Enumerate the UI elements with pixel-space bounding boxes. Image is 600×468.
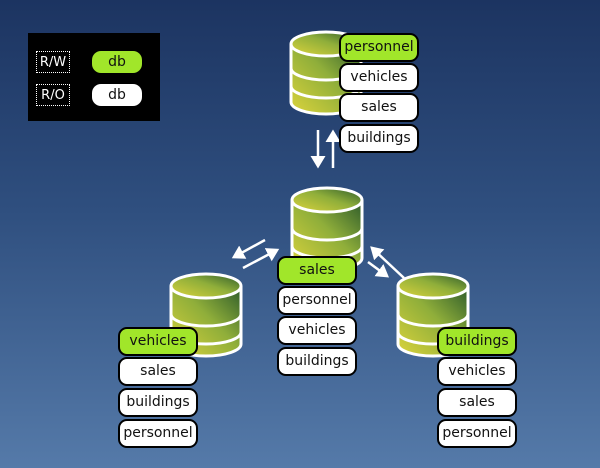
table-pill-rw[interactable]: personnel	[339, 33, 419, 62]
legend-rw-label: R/W	[36, 51, 70, 73]
table-pill-ro[interactable]: personnel	[437, 419, 517, 448]
table-pill-rw[interactable]: buildings	[437, 327, 517, 356]
table-pill-ro[interactable]: personnel	[277, 286, 357, 315]
table-pill-ro[interactable]: buildings	[339, 124, 419, 153]
table-pill-ro[interactable]: sales	[339, 93, 419, 122]
legend-ro-label: R/O	[36, 84, 70, 106]
table-pill-ro[interactable]: vehicles	[437, 357, 517, 386]
table-pill-rw[interactable]: sales	[277, 256, 357, 285]
arrow-center-to-left	[231, 238, 266, 259]
legend: R/W db R/O db	[28, 33, 160, 121]
legend-ro-pill: db	[92, 84, 142, 106]
table-pill-ro[interactable]: vehicles	[277, 316, 357, 345]
table-pill-ro[interactable]: buildings	[277, 347, 357, 376]
legend-rw-pill: db	[92, 51, 142, 73]
table-pill-ro[interactable]: buildings	[118, 388, 198, 417]
arrow-left-to-center	[242, 248, 280, 270]
arrow-right-to-center	[370, 246, 405, 279]
table-pill-ro[interactable]: sales	[437, 388, 517, 417]
table-pill-ro[interactable]: sales	[118, 357, 198, 386]
table-pill-rw[interactable]: vehicles	[118, 327, 198, 356]
arrow-center-to-right	[367, 260, 390, 278]
table-pill-ro[interactable]: personnel	[118, 419, 198, 448]
table-pill-ro[interactable]: vehicles	[339, 63, 419, 92]
